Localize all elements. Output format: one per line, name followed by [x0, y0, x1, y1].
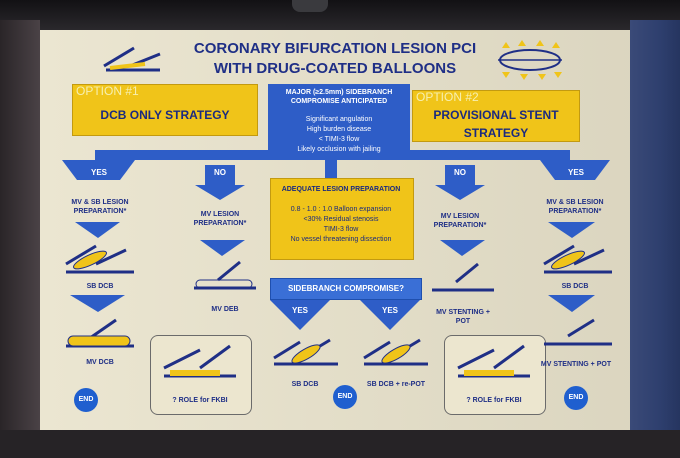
no-label-right: NO [454, 168, 466, 177]
option1-label: OPTION #1 [76, 84, 139, 98]
col3-sb-dcb-diagram [273, 338, 338, 366]
room-ceiling [0, 0, 680, 30]
adequate-prep-list: 0.8 - 1.0 : 1.0 Balloon expansion <30% R… [272, 205, 410, 245]
col2-step1-label: MV DEB [211, 306, 239, 313]
prep-item: No vessel threatening dissection [290, 236, 392, 243]
slide-title-line2: WITH DRUG-COATED BALLOONS [213, 60, 457, 77]
projector [292, 0, 328, 12]
fkbi-label-left: ? ROLE for FKBI [172, 397, 228, 404]
col5-prep-label: MV LESION PREPARATION* [433, 213, 487, 229]
criteria-item: Significant angulation [305, 116, 373, 123]
sidebranch-criteria-box [268, 84, 410, 160]
criteria-heading: MAJOR (≥2.5mm) SIDEBRANCH COMPROMISE ANT… [285, 89, 393, 105]
fkbi-label-right: ? ROLE for FKBI [466, 397, 522, 404]
col4-step1-label: SB DCB + re-POT [366, 381, 426, 388]
col2-prep-label: MV LESION PREPARATION* [193, 211, 247, 227]
yes-label-left: YES [90, 168, 107, 177]
col6-sb-dcb-diagram [543, 244, 612, 274]
criteria-list: Significant angulation High burden disea… [270, 115, 408, 155]
criteria-item: < TIMI-3 flow [318, 136, 360, 143]
prep-item: <30% Residual stenosis [303, 216, 379, 223]
col6-prep-label: MV & SB LESION PREPARATION* [546, 199, 604, 215]
col5-step1-label: MV STENTING + POT [436, 309, 490, 325]
option2-label: OPTION #2 [416, 90, 479, 104]
end-circle-2: END [333, 385, 357, 409]
col3-step1-label: SB DCB [291, 381, 319, 388]
option2-box [412, 90, 580, 142]
no-label-left: NO [214, 168, 226, 177]
end-circle-1: END [74, 388, 98, 412]
stent-balloon-icon [498, 40, 562, 80]
col1-step2-label: MV DCB [86, 359, 114, 366]
room-wall-left [0, 20, 40, 458]
fkbi-diagram-right [457, 344, 530, 378]
col4-sb-dcb-repot-diagram [363, 338, 428, 366]
col6-step1-label: SB DCB [561, 283, 589, 290]
col6-step2-label: MV STENTING + POT [540, 361, 612, 368]
col6-mv-stenting-diagram [544, 318, 612, 346]
option2-text: PROVISIONAL STENT STRATEGY [433, 108, 559, 140]
fkbi-diagram-left [163, 344, 236, 378]
room-floor [0, 430, 680, 458]
criteria-item: Likely occlusion with jailing [297, 146, 381, 153]
yes-label-sb1: YES [291, 306, 308, 315]
col1-prep-label: MV & SB LESION PREPARATION* [71, 199, 129, 215]
yes-label-sb2: YES [381, 306, 398, 315]
bifurcation-icon-left [103, 46, 161, 72]
prep-item: 0.8 - 1.0 : 1.0 Balloon expansion [290, 206, 392, 213]
col2-mv-deb-diagram [194, 260, 256, 290]
end-circle-3: END [564, 386, 588, 410]
col1-step1-label: SB DCB [86, 283, 114, 290]
col1-sb-dcb-diagram [65, 244, 134, 274]
yes-label-right: YES [567, 168, 584, 177]
option1-text: DCB ONLY STRATEGY [100, 108, 230, 122]
room-wall-right [630, 20, 680, 458]
sidebranch-compromise-question: SIDEBRANCH COMPROMISE? [270, 278, 422, 300]
criteria-item: High burden disease [306, 126, 372, 133]
adequate-prep-box [270, 178, 414, 260]
slide-title-line1: CORONARY BIFURCATION LESION PCI [193, 40, 477, 57]
option1-box [72, 84, 258, 136]
col5-mv-stenting-diagram [432, 262, 494, 292]
adequate-prep-heading: ADEQUATE LESION PREPARATION [281, 186, 401, 193]
col1-mv-dcb-diagram [66, 318, 134, 348]
prep-item: TIMI-3 flow [323, 226, 359, 233]
